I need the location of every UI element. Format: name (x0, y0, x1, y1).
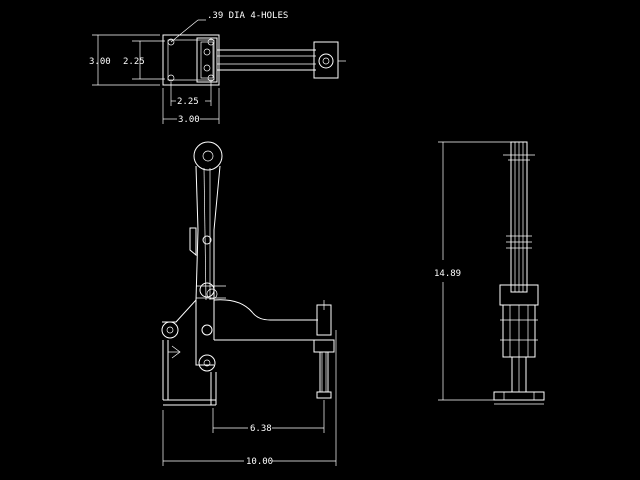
dim-label-14-89: 14.89 (434, 269, 461, 279)
spindle-bolt (322, 57, 330, 65)
mount-hole (167, 38, 175, 46)
clamp-body-inner (200, 41, 214, 79)
clamp-body-top (196, 37, 218, 83)
base-plate-inner (167, 39, 215, 81)
link-bracket (189, 227, 197, 257)
handle-grip-center (202, 150, 214, 162)
holes-note: .39 DIA 4-HOLES (207, 11, 288, 21)
lower-pivot-center (203, 359, 211, 367)
dim-label-3-00-horizontal: 3.00 (178, 115, 200, 125)
body-pivot-left-center (166, 326, 174, 334)
pivot-circle (206, 288, 218, 300)
link-pivot (202, 235, 212, 245)
dim-label-2-25-vertical: 2.25 (123, 57, 145, 67)
dim-label-6-38: 6.38 (250, 424, 272, 434)
pivot-circle (199, 282, 215, 298)
body-pivot (201, 324, 213, 336)
spindle-tip (316, 391, 332, 399)
mount-hole (167, 74, 175, 82)
pivot-pin (203, 48, 211, 56)
body-pivot-left (161, 321, 179, 339)
top-view: .39 DIA 4-HOLES 3.00 2.25 2.25 3.00 (89, 11, 346, 125)
front-view: 6.38 10.00 (161, 141, 337, 467)
leader-line (170, 19, 199, 43)
spindle-nut (313, 339, 335, 353)
pivot-pin (203, 64, 211, 72)
arm-upper-edge (213, 299, 318, 321)
spindle-block (313, 41, 339, 79)
spindle-circle (318, 53, 334, 69)
spindle-rod (319, 351, 329, 393)
handle-line (203, 167, 207, 301)
dim-label-3-00-vertical: 3.00 (89, 57, 111, 67)
dim-label-2-25-horizontal: 2.25 (177, 97, 199, 107)
side-base (493, 391, 545, 401)
base-plate-outline (162, 34, 220, 86)
side-view: 14.89 (434, 141, 545, 405)
handle-lever (195, 165, 221, 301)
body-outline (162, 298, 214, 366)
handle-grip (193, 141, 223, 171)
dim-label-10-00: 10.00 (246, 457, 273, 467)
lower-pivot (198, 354, 216, 372)
